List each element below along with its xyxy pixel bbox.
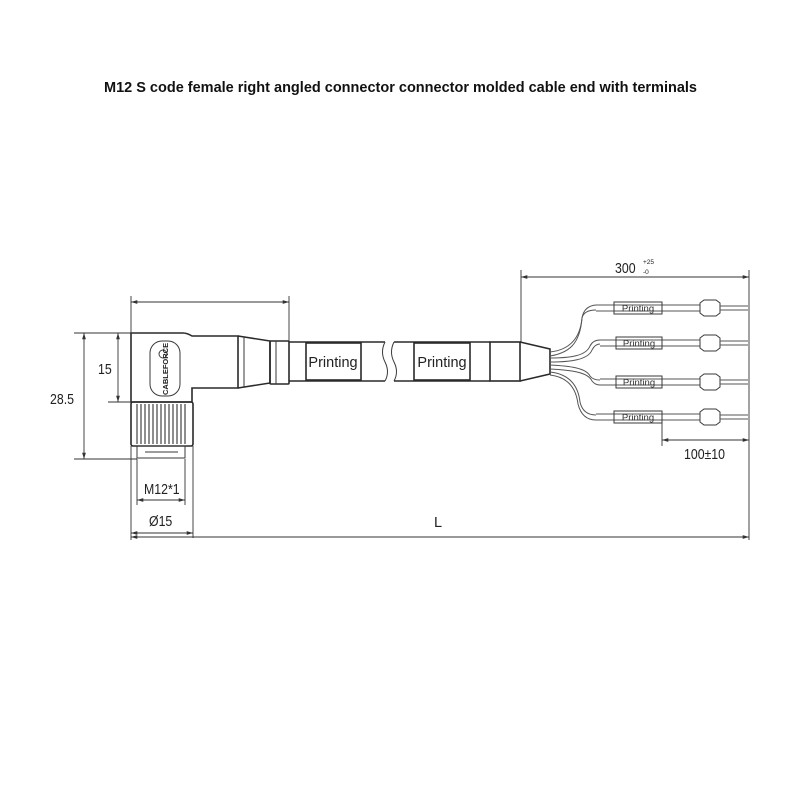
conductor-printing-label: Printing: [622, 413, 654, 424]
connector-head: CABLEFORCE: [130, 332, 290, 459]
conductor-printing-label: Printing: [623, 378, 655, 389]
dim-strip-tol-minus: -0: [643, 269, 649, 276]
dim-diameter: Ø15: [149, 513, 172, 529]
dim-strip-tol-plus: +25: [643, 259, 654, 266]
dim-length: L: [434, 515, 442, 531]
dim-height-upper: 15: [98, 361, 112, 377]
dim-height-total: 28.5: [50, 391, 74, 407]
diagram-title: M12 S code female right angled connector…: [103, 80, 697, 96]
conductors: Printing Printing Printing Printing: [549, 299, 748, 426]
conductor-printing-label: Printing: [623, 339, 655, 350]
conductor-printing-label: Printing: [622, 304, 654, 315]
cable-printing-label: Printing: [308, 355, 357, 371]
brand-label: CABLEFORCE: [161, 343, 170, 395]
cable: Printing Printing: [289, 341, 551, 382]
dimensions: [74, 270, 750, 540]
dim-strip-length: 300: [615, 260, 636, 276]
dim-terminal-length: 100±10: [684, 446, 725, 462]
dim-thread: M12*1: [144, 481, 180, 497]
cable-printing-label: Printing: [417, 355, 466, 371]
